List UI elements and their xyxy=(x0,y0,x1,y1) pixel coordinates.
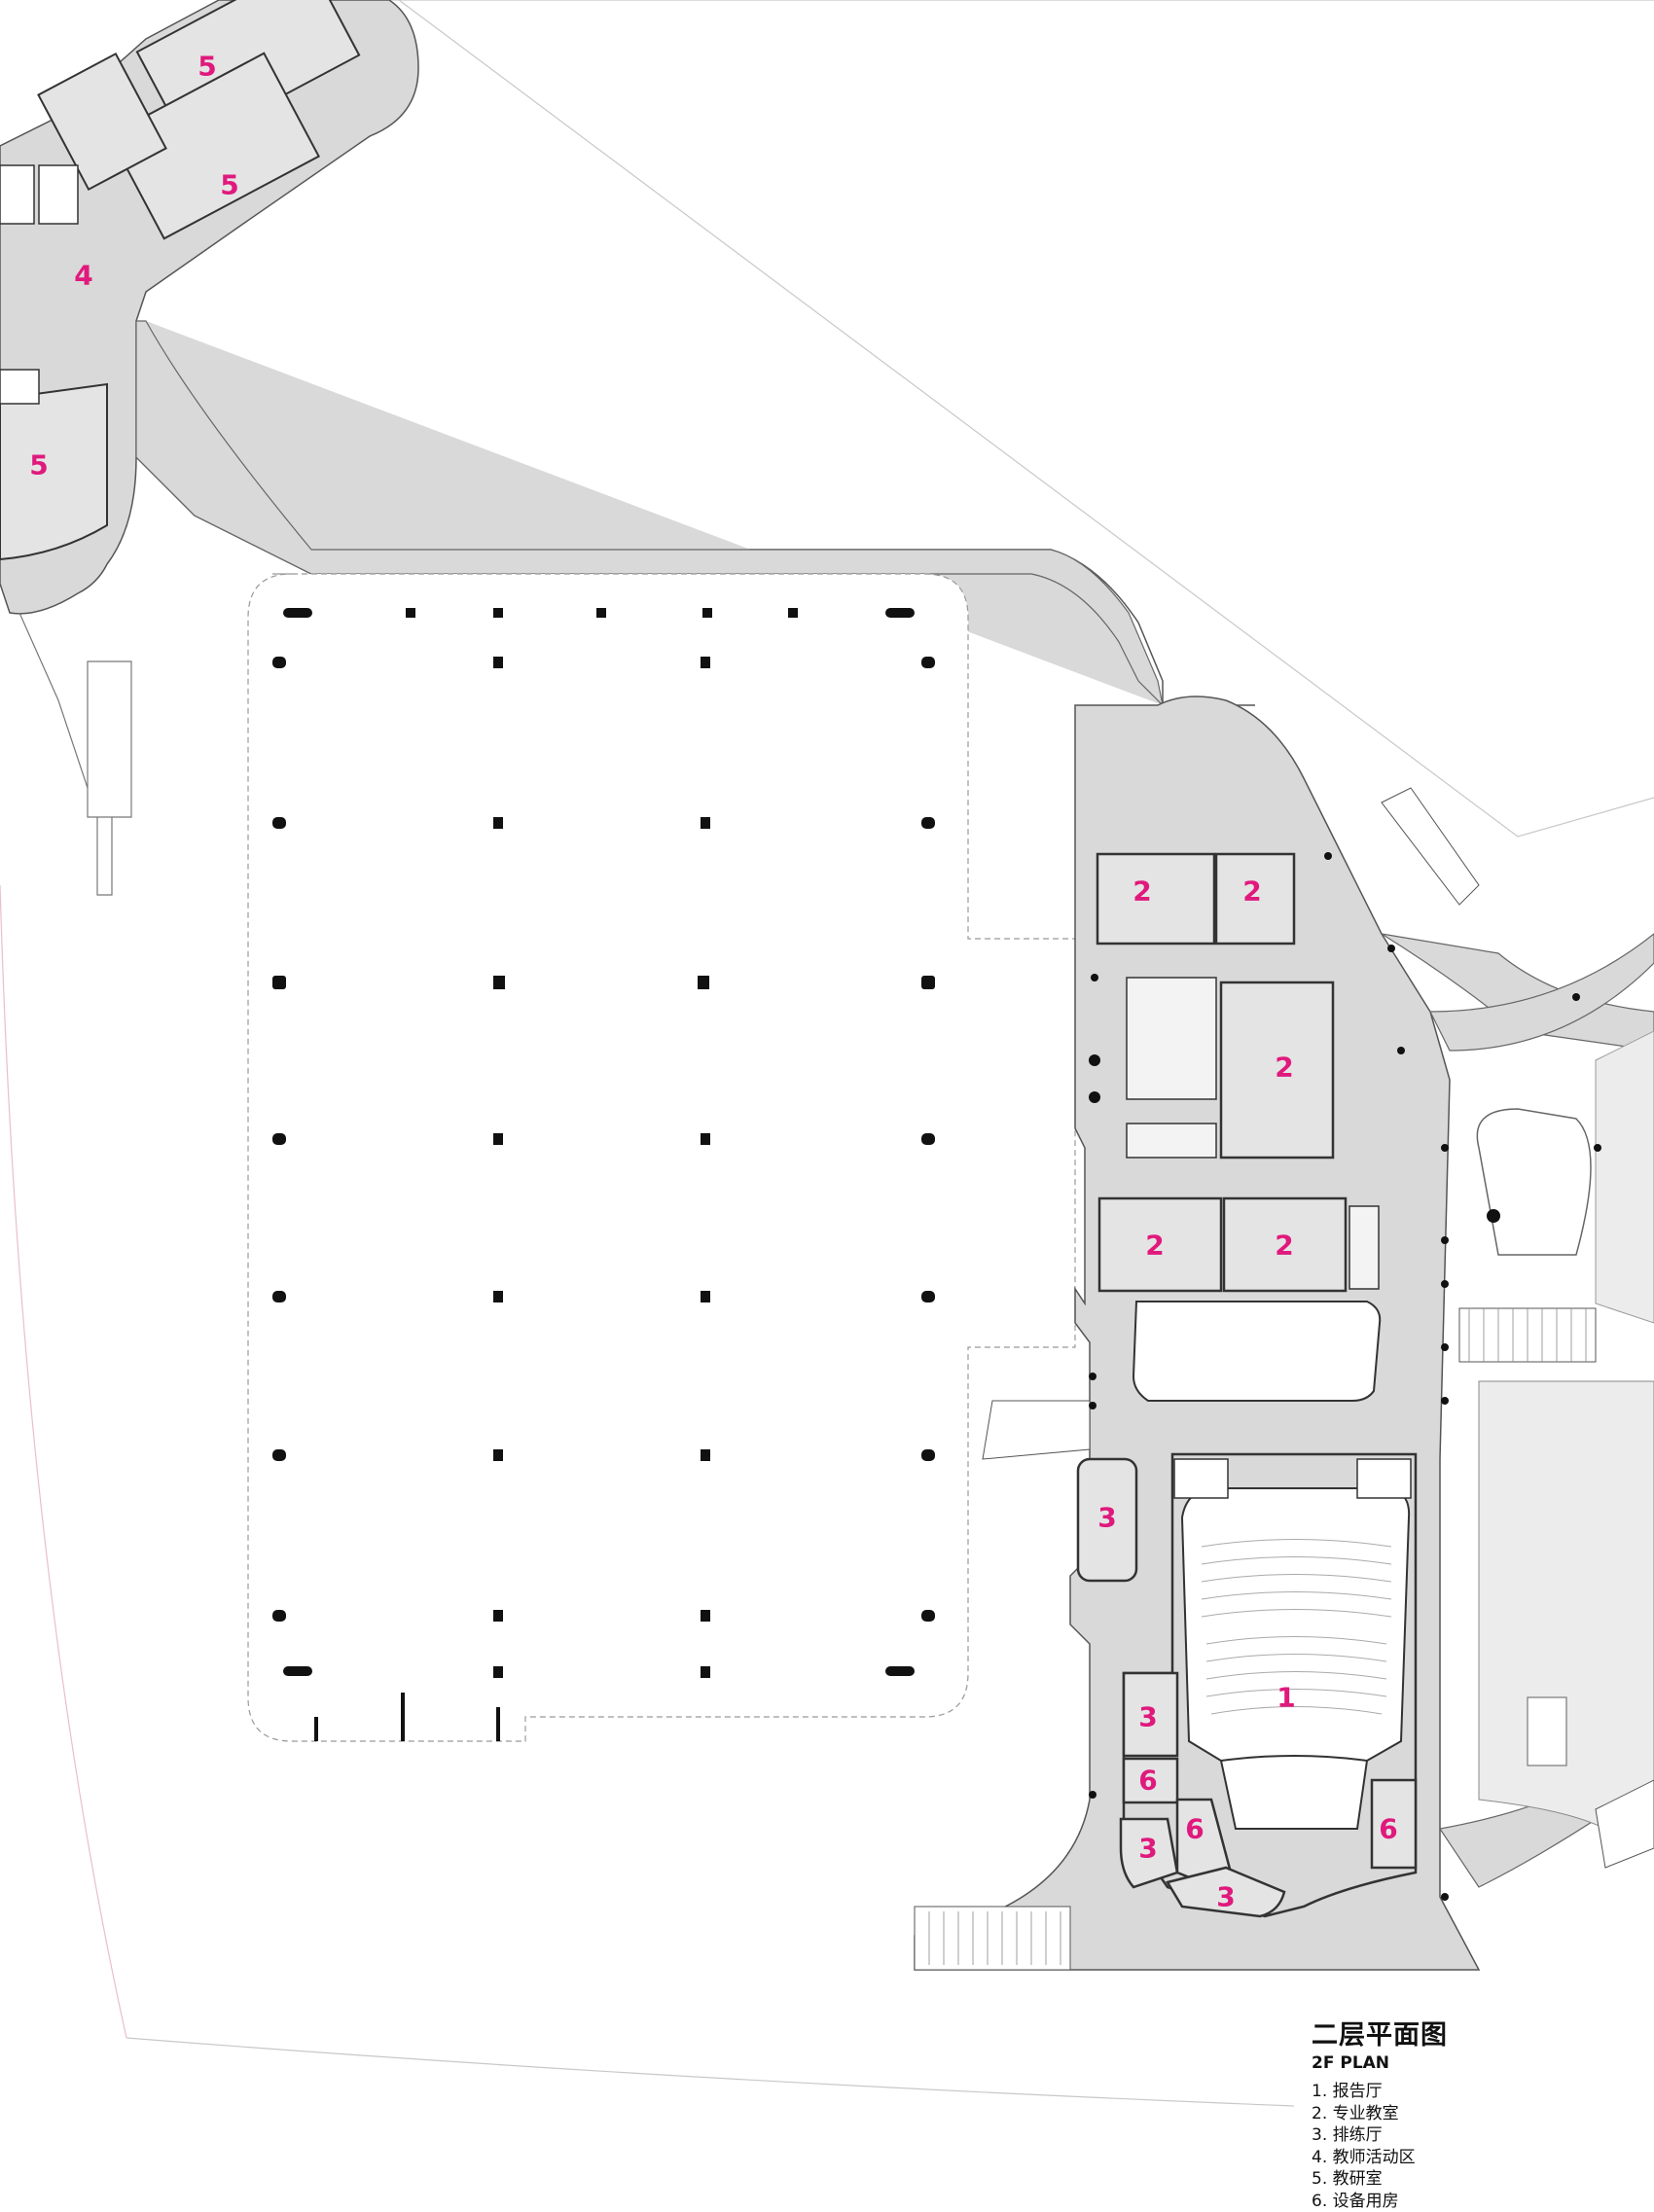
east-courtyard xyxy=(1477,1031,1654,1829)
legend-list: 1. 报告厅 2. 专业教室 3. 排练厅 4. 教师活动区 5. 教研室 6.… xyxy=(1312,2081,1448,2212)
label-rehearsal-hall: 3 xyxy=(1138,1833,1157,1865)
label-classroom: 2 xyxy=(1133,875,1151,908)
label-equipment-room: 6 xyxy=(1138,1765,1157,1797)
parking-deck xyxy=(248,574,1075,1741)
legend-item: 6. 设备用房 xyxy=(1312,2191,1448,2212)
label-classroom: 2 xyxy=(1275,1230,1293,1262)
label-rehearsal-hall: 3 xyxy=(1097,1502,1116,1534)
plan-legend: 二层平面图 2F PLAN 1. 报告厅 2. 专业教室 3. 排练厅 4. 教… xyxy=(1312,2014,1448,2212)
label-equipment-room: 6 xyxy=(1379,1813,1397,1845)
legend-item: 4. 教师活动区 xyxy=(1312,2147,1448,2169)
label-classroom: 2 xyxy=(1242,875,1261,908)
legend-item: 5. 教研室 xyxy=(1312,2168,1448,2191)
label-research-office: 5 xyxy=(220,169,238,201)
label-rehearsal-hall: 3 xyxy=(1138,1701,1157,1733)
label-research-office: 5 xyxy=(29,449,48,482)
label-classroom: 2 xyxy=(1275,1052,1293,1084)
label-equipment-room: 6 xyxy=(1185,1813,1204,1845)
label-auditorium: 1 xyxy=(1276,1682,1295,1714)
legend-item: 2. 专业教室 xyxy=(1312,2103,1448,2125)
label-rehearsal-hall: 3 xyxy=(1216,1881,1235,1913)
classroom-room xyxy=(1097,854,1214,944)
legend-title: 二层平面图 xyxy=(1312,2014,1448,2051)
label-research-office: 5 xyxy=(198,51,216,83)
legend-item: 1. 报告厅 xyxy=(1312,2081,1448,2103)
legend-item: 3. 排练厅 xyxy=(1312,2124,1448,2147)
legend-subtitle: 2F PLAN xyxy=(1312,2053,1448,2073)
label-teacher-area: 4 xyxy=(74,260,92,292)
label-classroom: 2 xyxy=(1145,1230,1164,1262)
